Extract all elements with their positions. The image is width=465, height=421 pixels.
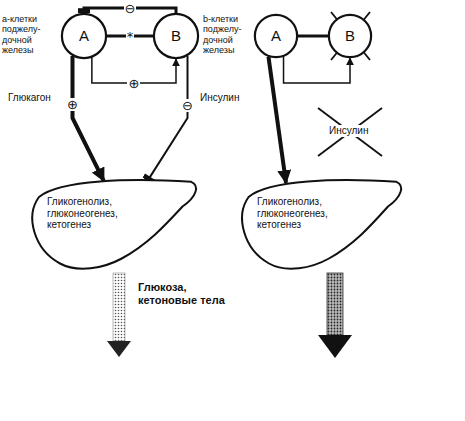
cell-letter: A — [271, 27, 281, 44]
connector — [73, 56, 104, 181]
cell-letter: B — [171, 27, 181, 44]
cell-label: а-клетки поджелу- дочной железы — [2, 14, 58, 55]
sign-label: * — [126, 30, 135, 43]
output-column-right — [318, 273, 352, 358]
cell-letter: B — [343, 27, 357, 44]
hormone-label: Инсулин — [327, 125, 370, 137]
sign-label: ⊖ — [181, 99, 194, 112]
connector — [284, 57, 350, 83]
cell-circle: A — [61, 13, 107, 59]
process-text: Гликогенолиз, глюконеогенез, кетогенез — [47, 196, 147, 231]
cell-label: b-клетки поджелу- дочной железы — [203, 14, 249, 55]
connector — [148, 56, 188, 181]
hormone-label: Инсулин — [200, 92, 239, 104]
cell-letter: A — [79, 27, 89, 44]
output-label: Глюкоза, кетоновые тела — [138, 281, 238, 306]
process-text: Гликогенолиз, глюконеогенез, кетогенез — [257, 196, 357, 231]
cell-circle: B — [153, 13, 199, 59]
liver-shape: Гликогенолиз, глюконеогенез, кетогенез — [25, 178, 200, 273]
cell-circle: A — [254, 14, 298, 58]
sign-label: ⊖ — [124, 2, 137, 15]
cell-circle: B — [328, 14, 372, 58]
cross-mark-hormone — [318, 108, 382, 156]
hormone-label: Глюкагон — [8, 92, 51, 104]
liver-shape: Гликогенолиз, глюконеогенез, кетогенез — [235, 178, 405, 273]
connector — [268, 57, 286, 183]
sign-label: ⊕ — [66, 98, 79, 111]
connector — [298, 35, 328, 38]
sign-label: ⊕ — [127, 77, 140, 90]
output-column-left — [107, 273, 131, 357]
